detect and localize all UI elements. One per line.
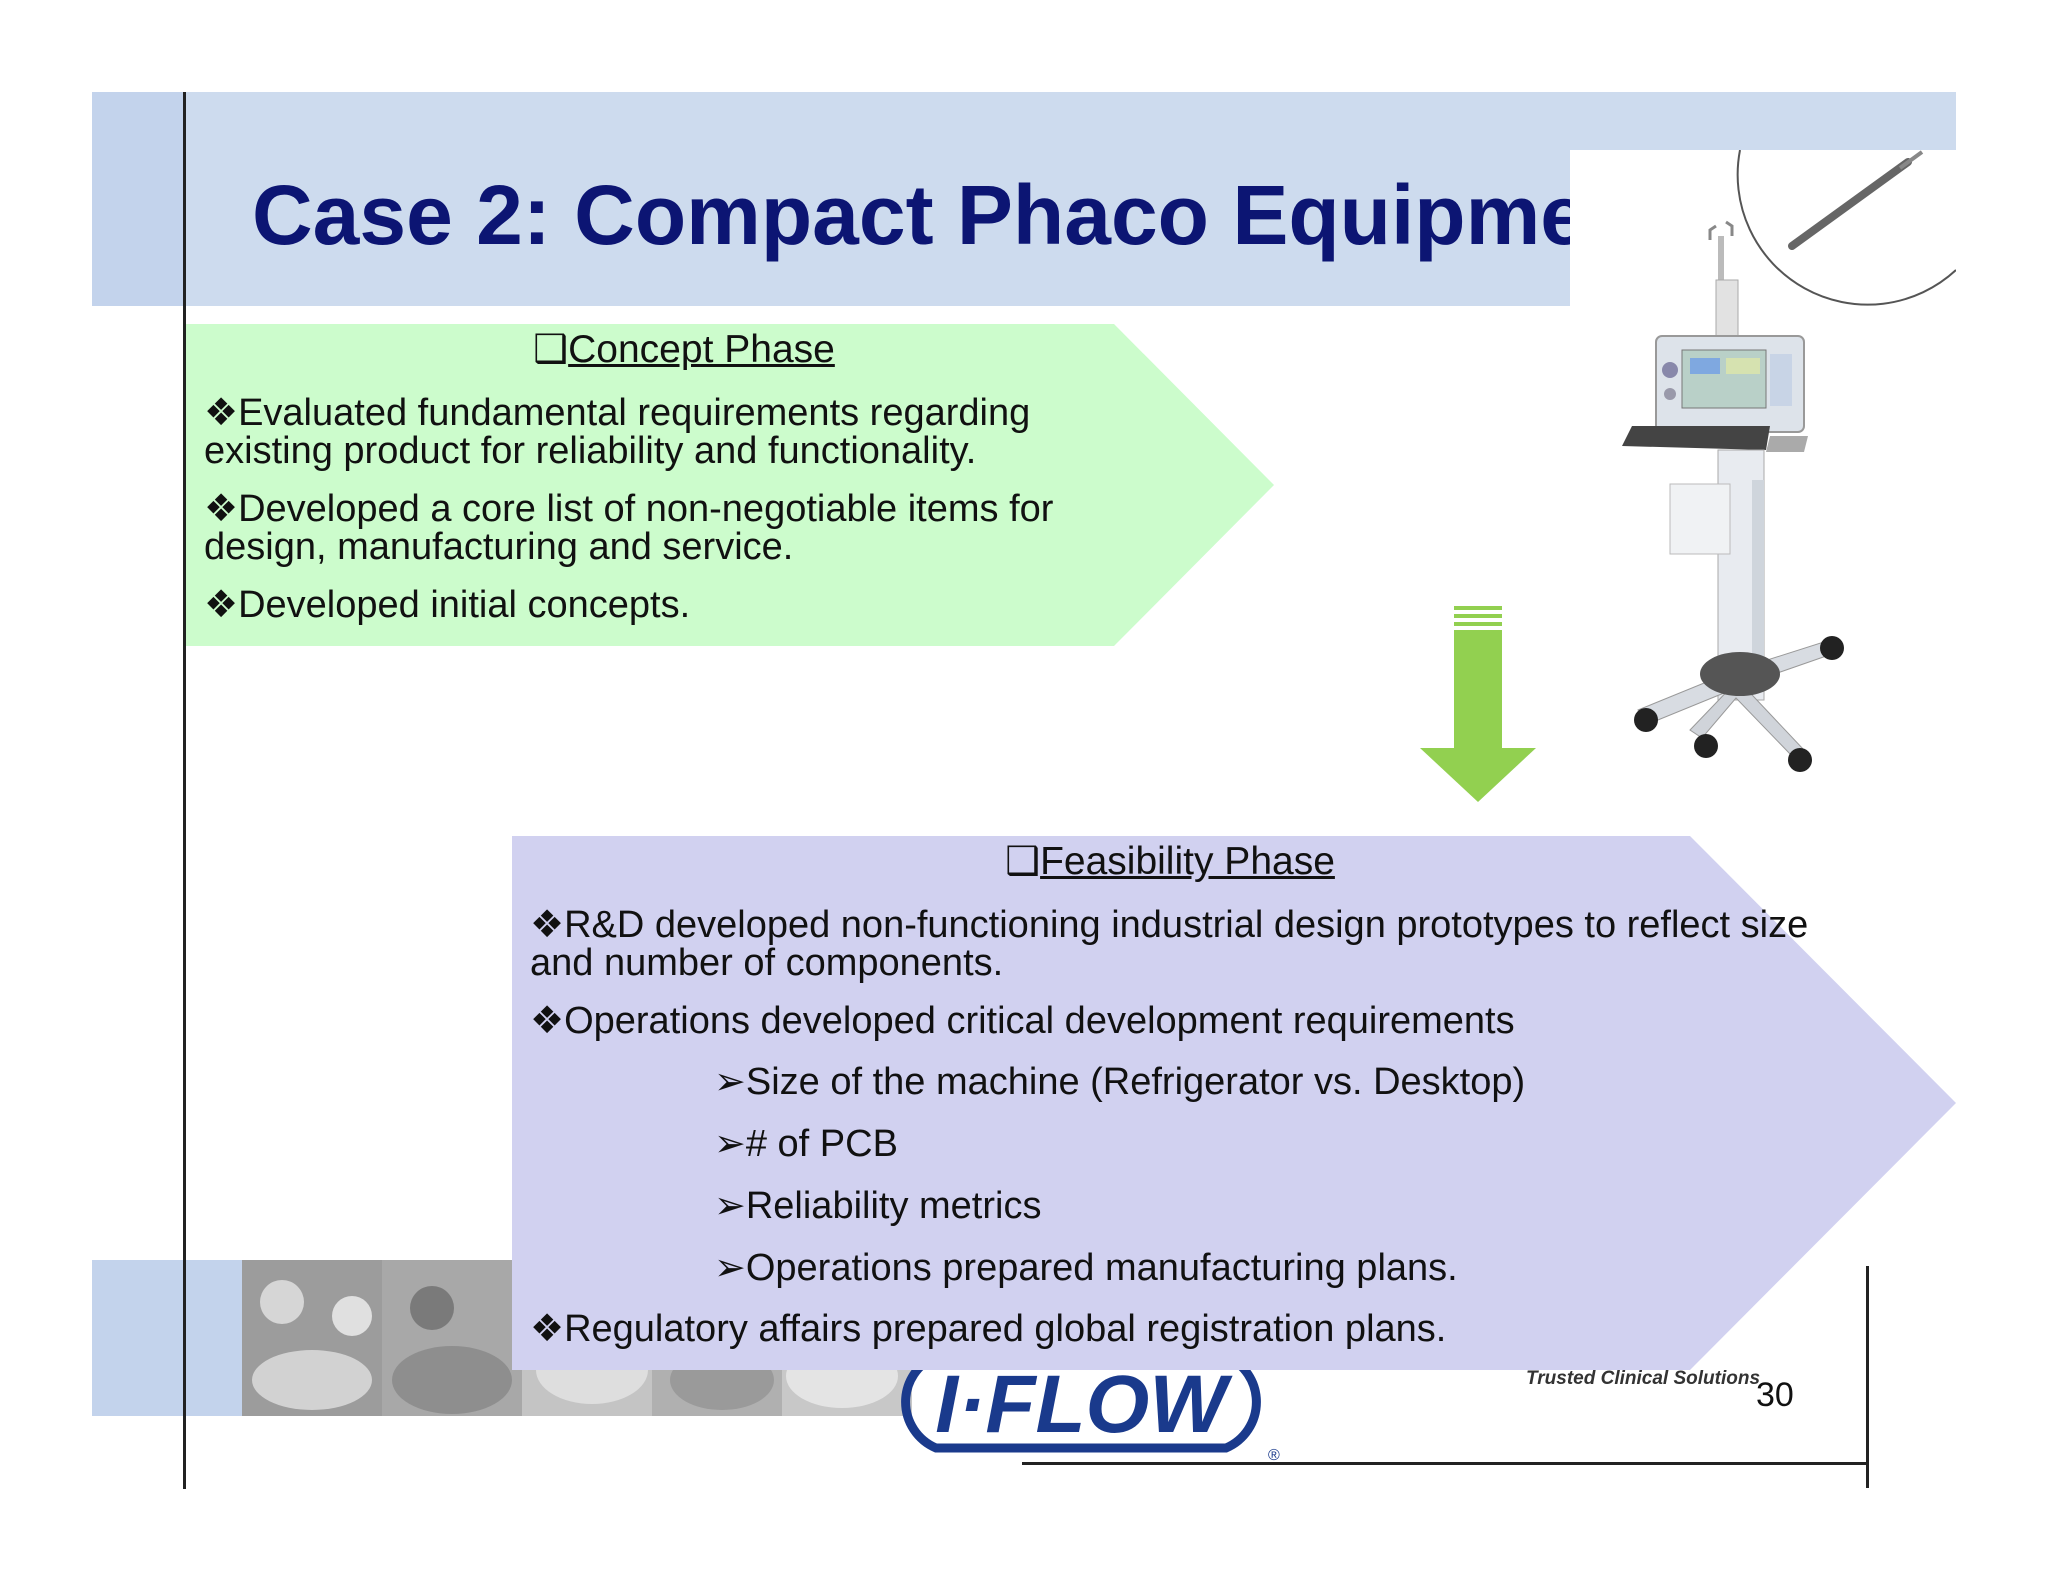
arrow-bullet-icon: ➢ — [714, 1247, 746, 1289]
concept-bullet: ❖Developed a core list of non-negotiable… — [204, 490, 1164, 566]
feasibility-phase-heading: ❑Feasibility Phase — [530, 838, 1810, 886]
feasibility-bullet: ❖R&D developed non-functioning industria… — [530, 906, 1830, 982]
concept-bullet-text: Developed initial concepts. — [238, 584, 691, 626]
header-left-shade — [92, 92, 184, 306]
sub-bullet-text: Reliability metrics — [745, 1185, 1042, 1227]
concept-phase-arrow — [184, 324, 1274, 646]
sub-bullet-text: Operations prepared manufacturing plans. — [745, 1247, 1458, 1289]
diamond-bullet-icon: ❖ — [204, 392, 239, 434]
feasibility-sub-bullet: ➢Size of the machine (Refrigerator vs. D… — [530, 1062, 1830, 1102]
concept-heading-label: Concept Phase — [568, 328, 835, 371]
checkbox-icon: ❑ — [533, 328, 569, 371]
registered-mark: ® — [1268, 1447, 1280, 1462]
diamond-bullet-icon: ❖ — [204, 584, 239, 626]
concept-bullet: ❖Evaluated fundamental requirements rega… — [204, 394, 1164, 470]
feasibility-bullet: ❖Regulatory affairs prepared global regi… — [530, 1310, 1830, 1348]
feasibility-phase-arrow — [512, 836, 1956, 1370]
phaco-device-image — [1570, 149, 1957, 790]
right-rule — [1866, 1266, 1869, 1488]
feasibility-sub-bullet: ➢# of PCB — [530, 1124, 1830, 1164]
footer-left-shade — [92, 1260, 242, 1416]
checkbox-icon: ❑ — [1005, 840, 1041, 883]
arrow-bullet-icon: ➢ — [714, 1061, 746, 1103]
concept-bullet: ❖Developed initial concepts. — [204, 586, 1164, 624]
bottom-rule — [1022, 1462, 1868, 1465]
feasibility-sub-bullet: ➢Operations prepared manufacturing plans… — [530, 1248, 1830, 1288]
left-rule — [183, 92, 186, 1489]
slide-title: Case 2: Compact Phaco Equipme — [252, 168, 1572, 262]
diamond-bullet-icon: ❖ — [530, 1308, 565, 1350]
feasibility-sub-bullet: ➢Reliability metrics — [530, 1186, 1830, 1226]
feasibility-bullet-text: R&D developed non-functioning industrial… — [530, 904, 1809, 984]
logo-wordmark: I·FLOW — [935, 1359, 1233, 1450]
arrow-bullet-icon: ➢ — [714, 1123, 746, 1165]
sub-bullet-text: Size of the machine (Refrigerator vs. De… — [745, 1061, 1526, 1103]
tagline: Trusted Clinical Solutions — [1526, 1368, 1761, 1389]
page-number: 30 — [1756, 1376, 1794, 1414]
feasibility-phase-content: ❑Feasibility Phase ❖R&D developed non-fu… — [530, 838, 1830, 1348]
arrow-bullet-icon: ➢ — [714, 1185, 746, 1227]
feasibility-bullet-text: Operations developed critical developmen… — [564, 1000, 1515, 1042]
concept-bullet-text: Developed a core list of non-negotiable … — [204, 488, 1054, 568]
concept-bullet-text: Evaluated fundamental requirements regar… — [204, 392, 1031, 472]
feasibility-bullet-text: Regulatory affairs prepared global regis… — [564, 1308, 1447, 1350]
concept-phase-content: ❑Concept Phase ❖Evaluated fundamental re… — [204, 326, 1164, 624]
diamond-bullet-icon: ❖ — [530, 1000, 565, 1042]
feasibility-bullet: ❖Operations developed critical developme… — [530, 1002, 1830, 1040]
iflow-logo: I·FLOW ® — [901, 1352, 1280, 1462]
sub-bullet-text: # of PCB — [745, 1123, 898, 1165]
phaco-device-illustration — [1622, 149, 1957, 772]
diamond-bullet-icon: ❖ — [530, 904, 565, 946]
down-arrow-icon — [1420, 606, 1536, 802]
concept-phase-heading: ❑Concept Phase — [204, 326, 1164, 374]
diamond-bullet-icon: ❖ — [204, 488, 239, 530]
feasibility-heading-label: Feasibility Phase — [1040, 840, 1335, 883]
